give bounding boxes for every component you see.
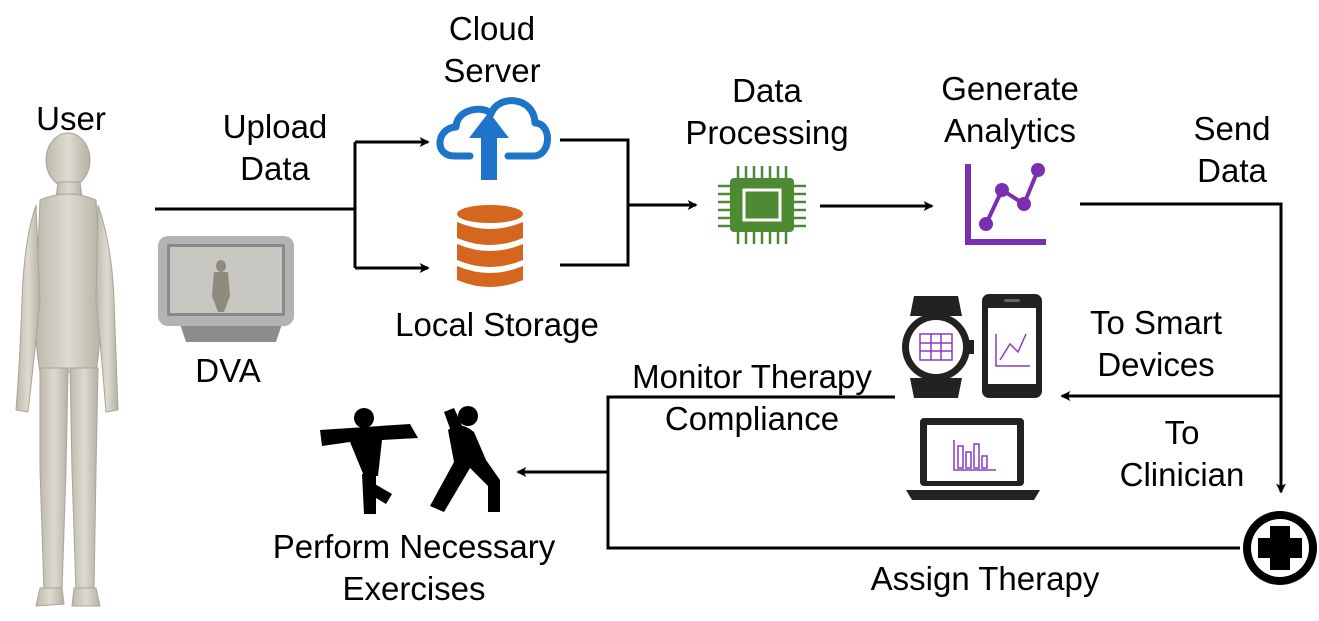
- connector-lines: [155, 137, 1286, 550]
- dva-label: DVA: [195, 352, 261, 389]
- medical-plus-icon: [1243, 511, 1317, 585]
- exercise-figures-icon: [320, 406, 500, 514]
- smartwatch-icon: [902, 296, 974, 398]
- local-storage-label: Local Storage: [395, 306, 599, 343]
- assign-therapy-label: Assign Therapy: [870, 560, 1100, 597]
- database-icon: [457, 205, 523, 287]
- cloud-upload-icon: [436, 97, 551, 180]
- human-figure-icon: [15, 132, 119, 607]
- laptop-icon: [906, 418, 1040, 500]
- smartphone-icon: [982, 294, 1042, 398]
- merge-line: [560, 138, 630, 267]
- cpu-chip-icon: [718, 166, 806, 244]
- user-label: User: [36, 100, 106, 137]
- smart-display-icon: [158, 236, 294, 342]
- line-chart-icon: [965, 163, 1046, 245]
